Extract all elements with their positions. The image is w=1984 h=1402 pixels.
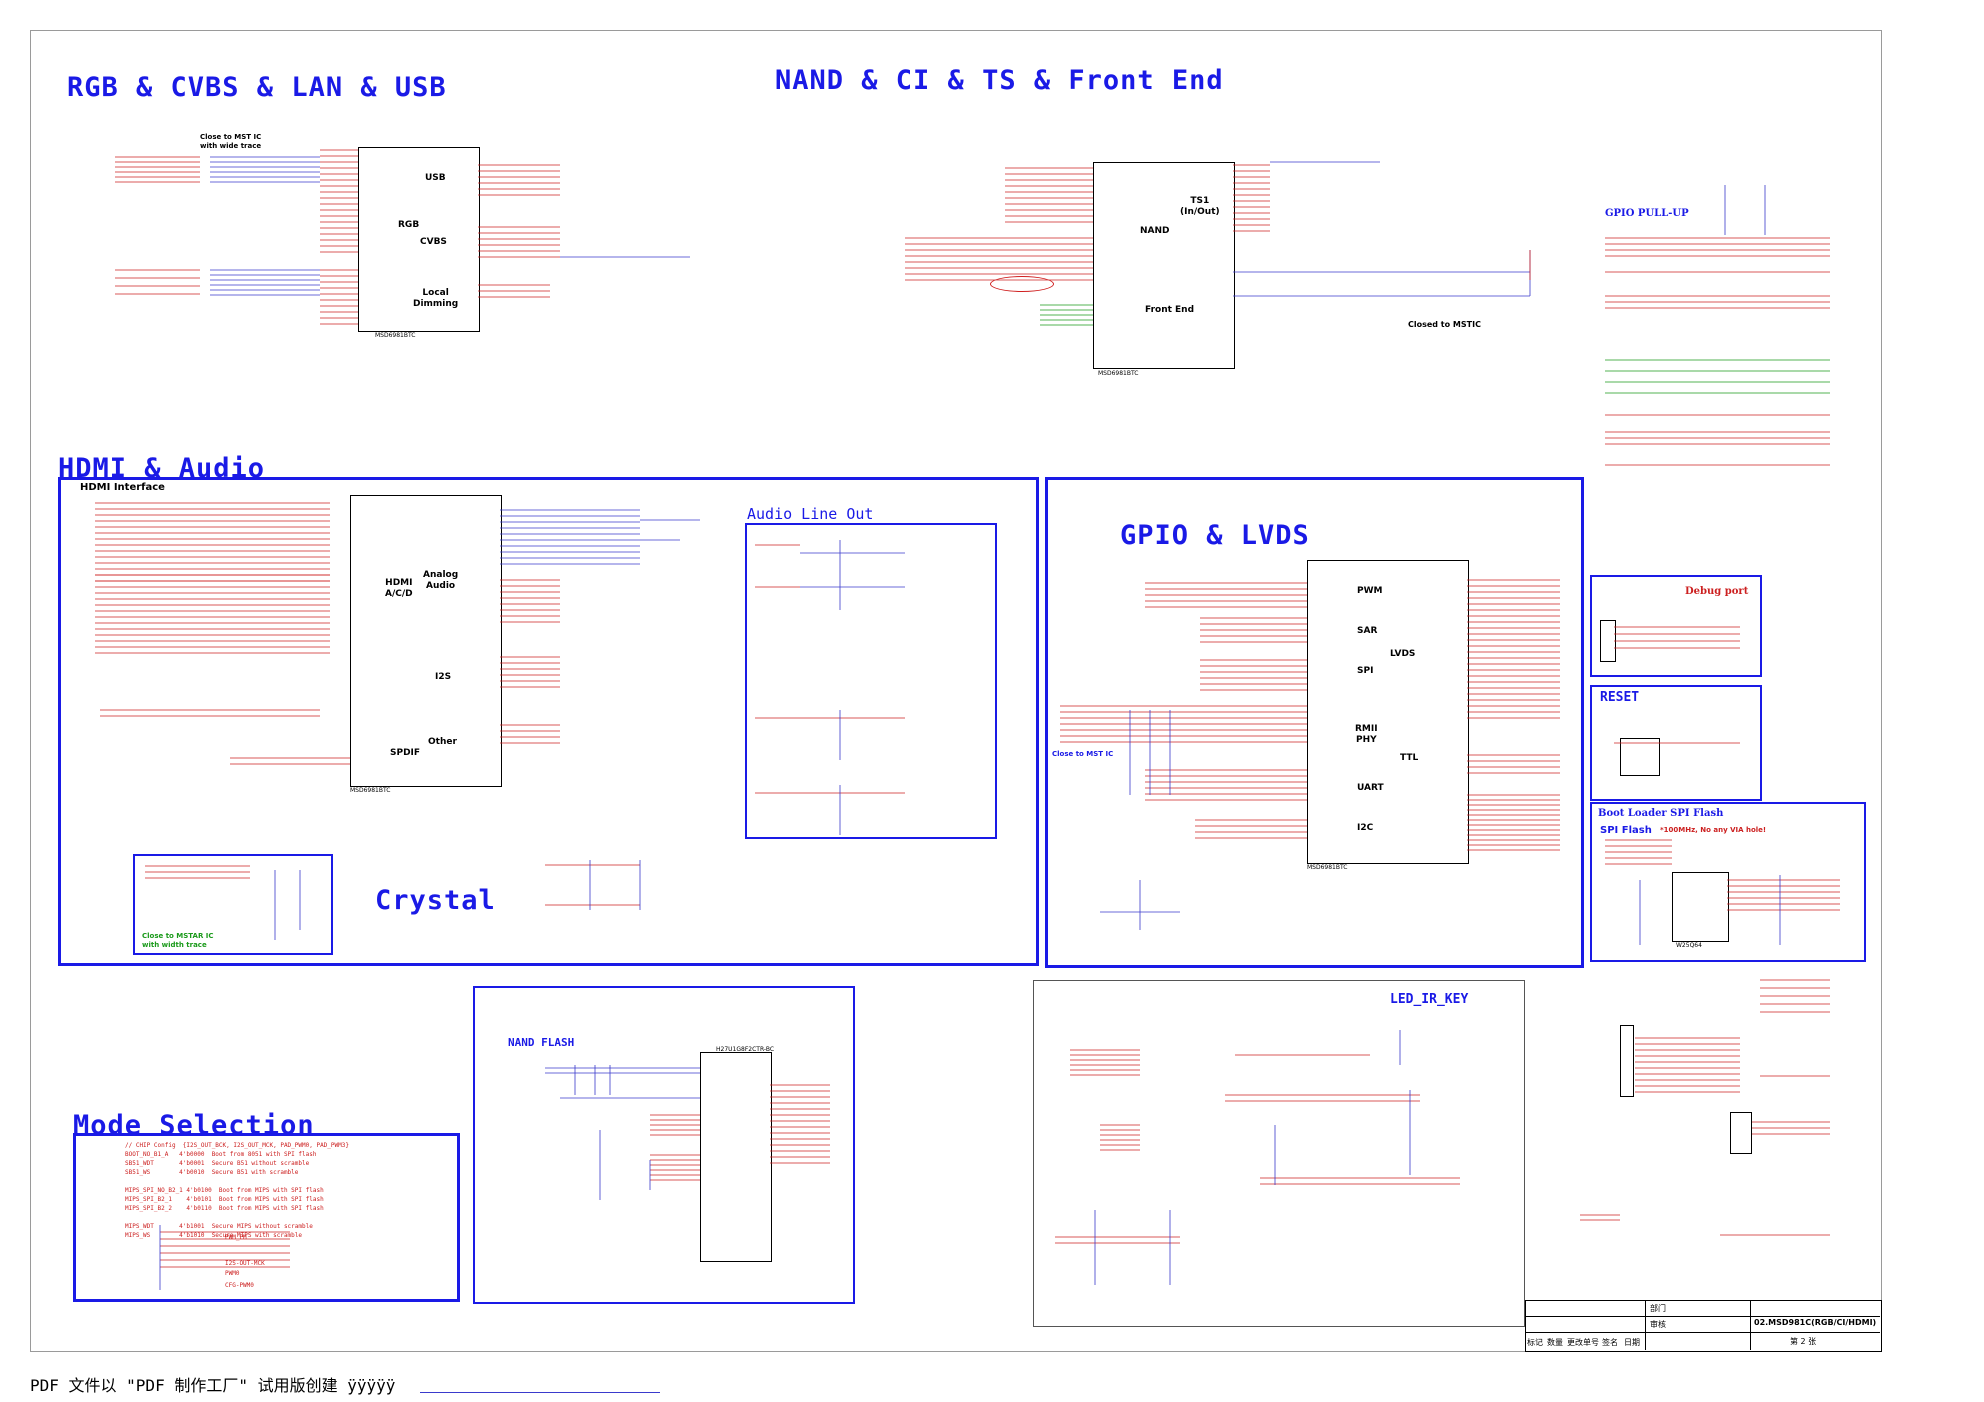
block-pwm: PWM [1357,586,1383,596]
block-ts1: TS1 (In/Out) [1180,196,1220,217]
hdmi-interface-caption: HDMI Interface [80,482,165,493]
section-title-crystal: Crystal [375,885,496,916]
block-sar: SAR [1357,626,1378,636]
mode-notes: // CHIP Config {I2S_OUT_BCK, I2S_OUT_MCK… [125,1142,349,1239]
block-rgb: RGB [398,220,420,230]
title-rev-3: 更改单号 [1567,1338,1599,1347]
title-block [1525,1300,1882,1352]
nand-flash-chip-label: H27U1G8F2CTR-BC [716,1046,775,1053]
close-mst-gpio-caption: Close to MST IC [1052,750,1114,758]
hdmi-audio-panel [58,477,1039,966]
led-ir-key-caption: LED_IR_KEY [1390,992,1469,1007]
title-rev-4: 签名 [1602,1338,1618,1347]
block-i2s: I2S [435,672,452,682]
block-uart: UART [1357,783,1384,793]
block-nand: NAND [1140,226,1170,236]
block-ttl: TTL [1400,753,1419,763]
spi-flash-caption: SPI Flash [1600,825,1652,836]
section-title-gpio: GPIO & LVDS [1120,520,1310,551]
close-mst-caption: Close to MST IC with wide trace [200,133,262,150]
block-rmii: RMII PHY [1355,724,1378,745]
block-spi: SPI [1357,666,1374,676]
ir-connector [1730,1112,1752,1154]
boot-loader-caption: Boot Loader SPI Flash [1598,808,1724,819]
title-rev-5: 日期 [1624,1338,1640,1347]
block-spdif: SPDIF [390,748,421,758]
block-local-dimming: Local Dimming [413,288,459,309]
nand-chip-label: MSD6981BTC [1098,370,1139,377]
title-dept: 部门 [1650,1304,1666,1313]
rgb-chip-label: MSD6981BTC [375,332,416,339]
title-rev-2: 数量 [1547,1338,1563,1347]
reset-panel [1590,685,1762,801]
gpio-pullup-caption: GPIO PULL-UP [1605,208,1689,219]
footer-underline [420,1392,660,1393]
block-front-end: Front End [1145,305,1195,315]
title-rev-1: 标记 [1527,1338,1543,1347]
nand-chip [1093,162,1235,369]
mode-selection-panel [73,1133,460,1302]
close-mstar-caption: Close to MSTAR IC with width trace [142,932,214,949]
block-usb: USB [425,173,446,183]
mode-signal-4: CFG-PWM0 [225,1282,254,1289]
gpio-lvds-panel [1045,477,1584,968]
rgb-cvbs-chip [358,147,480,332]
gpio-chip-label: MSD6981BTC [1307,864,1348,871]
hdmi-audio-chip [350,495,502,787]
led-ir-key-frame [1033,980,1525,1327]
spi-flash-chip-label: W25Q64 [1676,942,1702,949]
block-cvbs: CVBS [420,237,447,247]
debug-port-caption: Debug port [1685,586,1749,597]
reset-caption: RESET [1600,690,1640,705]
reset-chip [1620,738,1660,776]
spi-flash-note: *100MHz, No any VIA hole! [1660,826,1767,834]
nand-flash-chip [700,1052,772,1262]
nand-flash-panel [473,986,855,1304]
title-sheet: 第 2 张 [1790,1337,1817,1346]
audio-line-out-panel [745,523,997,839]
debug-port-panel [1590,575,1762,677]
block-hdmi-acd: HDMI A/C/D [385,578,413,599]
title-review: 审核 [1650,1320,1666,1329]
block-other: Other [428,737,457,747]
closed-mstic-caption: Closed to MSTIC [1408,320,1481,329]
boot-loader-panel [1590,802,1866,962]
pdf-footer: PDF 文件以 "PDF 制作工厂" 试用版创建 ÿÿÿÿÿ [30,1376,396,1395]
mode-signal-1: PWM_PM [225,1234,247,1241]
schematic-sheet [30,30,1882,1352]
mode-signal-3: PWM0 [225,1270,240,1277]
nand-flash-caption: NAND FLASH [508,1036,575,1049]
section-title-rgb: RGB & CVBS & LAN & USB [67,72,447,103]
block-analog-audio: Analog Audio [423,570,459,591]
hdmi-chip-label: MSD6981BTC [350,787,391,794]
block-lvds: LVDS [1390,649,1416,659]
mode-signal-2: I2S-OUT-MCK [225,1260,265,1267]
block-i2c: I2C [1357,823,1374,833]
led-connector [1620,1025,1634,1097]
highlight-ellipse [990,276,1054,292]
section-title-nand: NAND & CI & TS & Front End [775,65,1224,96]
spi-flash-chip [1672,872,1729,942]
audio-filter-panel [133,854,333,955]
gpio-lvds-chip [1307,560,1469,864]
title-drawing-no: 02.MSD981C(RGB/CI/HDMI) [1754,1318,1877,1327]
audio-line-out-caption: Audio Line Out [747,505,874,523]
